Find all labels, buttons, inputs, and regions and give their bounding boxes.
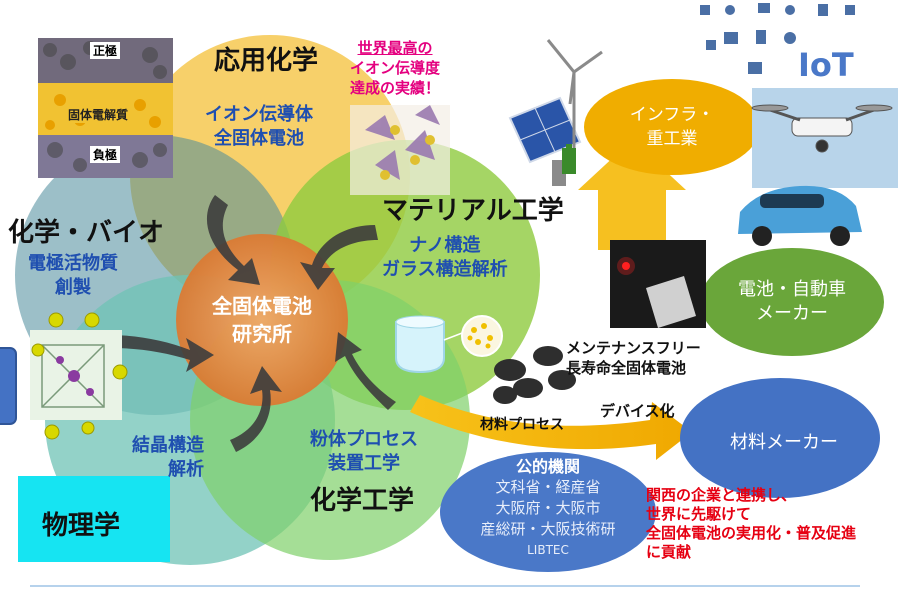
public-line3: 産総研・大阪技術研 xyxy=(480,520,616,538)
research-nano-line1: ナノ構造 xyxy=(409,235,481,256)
infra-label-line2: 重工業 xyxy=(646,129,698,149)
iot-icons xyxy=(700,3,855,74)
center-label-line2: 研究所 xyxy=(232,322,292,346)
contribution-line4: に貢献 xyxy=(646,543,692,561)
maintenance-free-line1: メンテナンスフリー xyxy=(566,339,701,357)
maintenance-free-line2: 長寿命全固体電池 xyxy=(566,359,687,377)
research-crystal: 結晶構造 解析 xyxy=(132,434,204,482)
research-electrode: 電極活物質 創製 xyxy=(28,252,118,300)
discipline-physics: 物理学 xyxy=(42,511,121,541)
node-public xyxy=(440,452,656,572)
powder-zoom-icon xyxy=(461,315,503,357)
pellet-icons xyxy=(493,346,576,404)
device-label: デバイス化 xyxy=(600,402,675,420)
battery-electrolyte-label: 固体電解質 xyxy=(68,106,129,123)
center-label: 全固体電池 研究所 xyxy=(212,292,312,348)
iot-label: IoT xyxy=(798,46,854,84)
research-crystal-line2: 解析 xyxy=(168,459,204,480)
public-line2: 大阪府・大阪市 xyxy=(495,499,601,517)
lattice-image xyxy=(350,105,450,195)
physics-box xyxy=(18,476,170,562)
research-powder-line1: 粉体プロセス xyxy=(310,429,418,450)
contribution-line2: 世界に先駆けて xyxy=(646,505,752,523)
discipline-applied-chem: 応用化学 xyxy=(214,46,319,76)
battery-car-line2: メーカー xyxy=(756,303,828,324)
research-powder-line2: 装置工学 xyxy=(328,453,400,474)
discipline-materials: マテリアル工学 xyxy=(382,196,564,226)
node-infra xyxy=(584,79,760,175)
material-process-label: 材料プロセス xyxy=(480,417,564,433)
windmill-icon xyxy=(546,39,603,148)
research-ion-conductor-line1: イオン伝導体 xyxy=(205,104,313,125)
research-electrode-line2: 創製 xyxy=(55,277,91,298)
record-text: 世界最高の イオン伝導度 達成の実績！ xyxy=(350,38,440,98)
drone-icon xyxy=(751,104,893,153)
public-institutions: 公的機関 文科省・経産省 大阪府・大阪市 産総研・大阪技術研 LIBTEC xyxy=(470,456,626,561)
research-ion-conductor-line2: 全固体電池 xyxy=(214,128,304,149)
converging-arrows xyxy=(110,195,396,452)
crystal-structure-image xyxy=(30,312,128,440)
discipline-chem-eng: 化学工学 xyxy=(310,486,415,516)
node-material-maker xyxy=(680,378,880,498)
public-line1: 文科省・経産省 xyxy=(495,478,601,496)
research-nano: ナノ構造 ガラス構造解析 xyxy=(382,234,508,282)
contribution-line1: 関西の企業と連携し、 xyxy=(646,486,797,504)
contribution-line3: 全固体電池の実用化・普及促進 xyxy=(646,524,857,542)
research-electrode-line1: 電極活物質 xyxy=(28,253,118,274)
maintenance-free-label: メンテナンスフリー 長寿命全固体電池 xyxy=(566,338,701,378)
car-icon xyxy=(738,185,862,246)
battery-negative-label: 負極 xyxy=(90,146,121,163)
center-circle xyxy=(176,234,348,406)
battery-car-line1: 電池・自動車 xyxy=(738,279,846,300)
infra-label: インフラ・ 重工業 xyxy=(620,103,724,151)
public-title: 公的機関 xyxy=(515,457,580,476)
battery-icon xyxy=(562,144,576,174)
research-powder: 粉体プロセス 装置工学 xyxy=(310,428,418,476)
record-text-line2: イオン伝導度 xyxy=(350,59,441,77)
research-ion-conductor: イオン伝導体 全固体電池 xyxy=(205,103,313,151)
center-label-line1: 全固体電池 xyxy=(212,294,312,318)
public-line4: LIBTEC xyxy=(527,543,569,557)
infra-label-line1: インフラ・ xyxy=(629,105,715,125)
battery-cell-photo xyxy=(610,240,706,328)
drone-photo xyxy=(752,88,898,188)
node-battery-car xyxy=(700,248,884,356)
contribution-text: 関西の企業と連携し、 世界に先駆けて 全固体電池の実用化・普及促進 に貢献 xyxy=(646,486,856,562)
research-crystal-line1: 結晶構造 xyxy=(132,435,204,456)
beaker-icon xyxy=(395,315,471,374)
research-nano-line2: ガラス構造解析 xyxy=(382,259,508,280)
left-edge-tab xyxy=(0,347,17,425)
battery-car-label: 電池・自動車 メーカー xyxy=(722,278,862,326)
material-maker-label: 材料メーカー xyxy=(730,432,838,453)
discipline-chem-bio: 化学・バイオ xyxy=(8,218,165,248)
record-text-line1: 世界最高の xyxy=(357,39,433,57)
battery-positive-label: 正極 xyxy=(90,42,121,59)
process-arrow xyxy=(410,395,692,460)
record-text-line3: 達成の実績！ xyxy=(350,79,441,97)
